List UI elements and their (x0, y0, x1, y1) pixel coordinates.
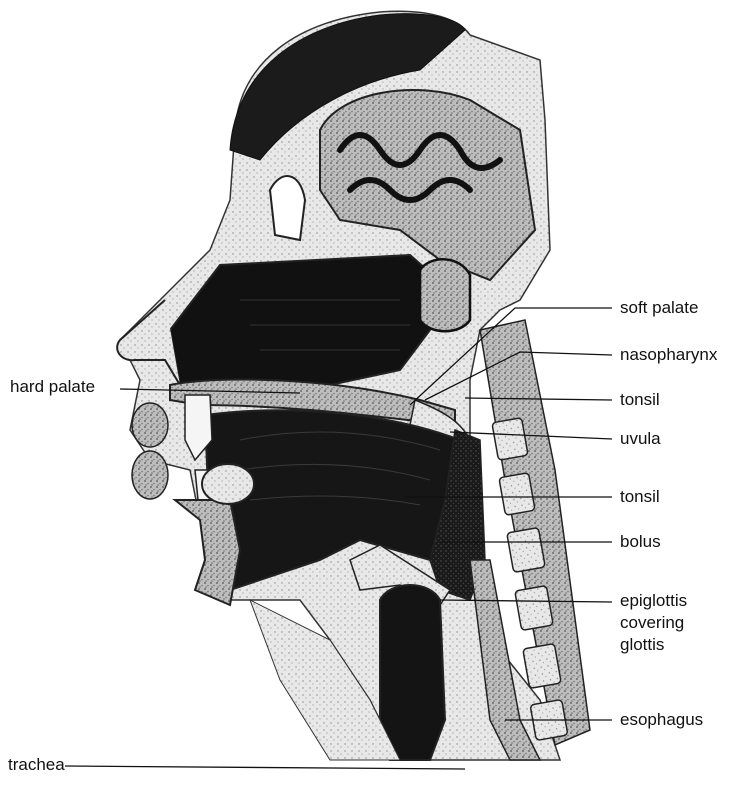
upper-lip (132, 403, 168, 447)
larynx-trachea (380, 585, 445, 760)
label-hard-palate: hard palate (10, 377, 95, 397)
label-bolus: bolus (620, 532, 661, 552)
label-epiglottis: epiglottis covering glottis (620, 590, 687, 656)
label-epiglottis-line2: covering (620, 612, 687, 634)
lower-lip (132, 451, 168, 499)
leader-trachea (65, 766, 465, 769)
label-epiglottis-line1: epiglottis (620, 590, 687, 612)
label-tonsil-lower: tonsil (620, 487, 660, 507)
label-epiglottis-line3: glottis (620, 634, 687, 656)
bolus-mass (202, 464, 254, 504)
label-trachea: trachea (8, 755, 65, 775)
label-uvula: uvula (620, 429, 661, 449)
label-esophagus: esophagus (620, 710, 703, 730)
sphenoid-sinus (420, 259, 470, 331)
label-nasopharynx: nasopharynx (620, 345, 717, 365)
label-soft-palate: soft palate (620, 298, 698, 318)
mandible (175, 500, 240, 605)
frontal-sinus (270, 176, 305, 240)
label-tonsil-upper: tonsil (620, 390, 660, 410)
